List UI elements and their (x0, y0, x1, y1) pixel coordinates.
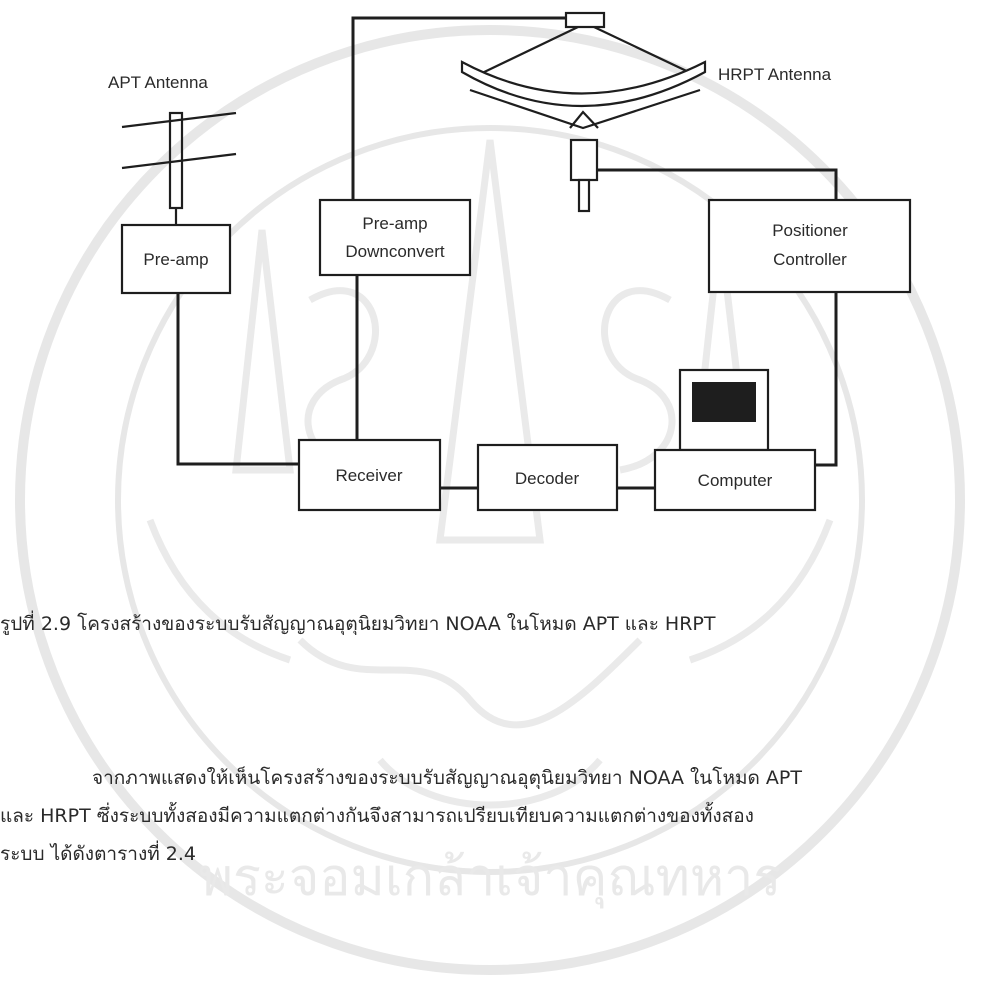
hrpt-dish-antenna-icon (460, 11, 707, 213)
preamp-downconvert-label-2: Downconvert (345, 242, 444, 261)
receiver-block: Receiver (297, 438, 442, 512)
connection-lines (176, 16, 838, 490)
positioner-controller-block: Positioner Controller (707, 198, 912, 294)
figure-caption: รูปที่ 2.9 โครงสร้างของระบบรับสัญญาณอุตุ… (0, 613, 716, 635)
seal-lettering: พระจอมเกล้าเจ้าคุณทหาร (199, 848, 782, 909)
computer-monitor-icon (678, 368, 770, 452)
hrpt-antenna-label: HRPT Antenna (718, 65, 832, 84)
preamp-downconvert-label-1: Pre-amp (362, 214, 427, 233)
decoder-label: Decoder (515, 469, 580, 488)
decoder-block: Decoder (476, 443, 619, 512)
preamp-label: Pre-amp (143, 250, 208, 269)
paragraph-line-3: ระบบ ได้ดังตารางที่ 2.4 (0, 843, 197, 865)
apt-antenna-icon (121, 111, 237, 225)
receiver-label: Receiver (335, 466, 402, 485)
computer-block: Computer (653, 448, 817, 512)
preamp-block: Pre-amp (120, 223, 232, 295)
paragraph-line-1: จากภาพแสดงให้เห็นโครงสร้างของระบบรับสัญญ… (92, 767, 802, 789)
positioner-label-2: Controller (773, 250, 847, 269)
noaa-receiver-diagram: APT Antenna HRPT Antenna Pre-amp Pre-amp… (108, 11, 912, 512)
paragraph-line-2: และ HRPT ซึ่งระบบทั้งสองมีความแตกต่างกัน… (0, 805, 754, 827)
apt-antenna-label: APT Antenna (108, 73, 208, 92)
positioner-label-1: Positioner (772, 221, 848, 240)
preamp-downconvert-block: Pre-amp Downconvert (318, 198, 472, 277)
computer-label: Computer (698, 471, 773, 490)
